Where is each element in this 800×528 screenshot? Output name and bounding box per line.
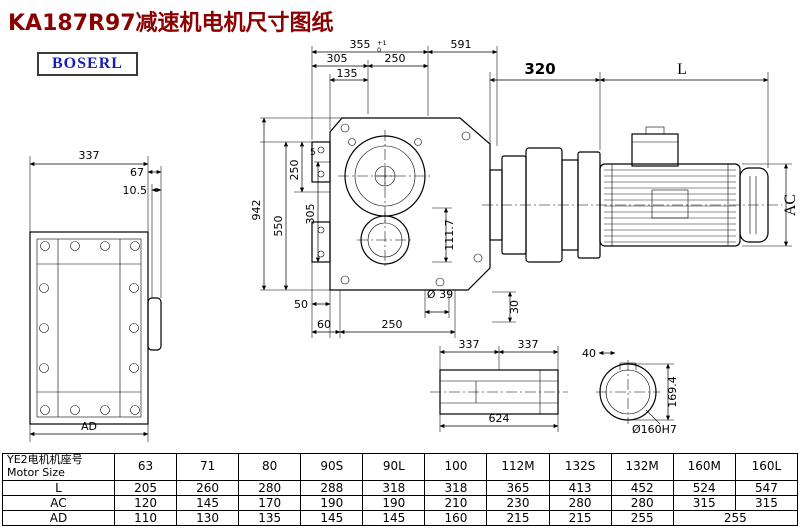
table-cell: 215	[548, 509, 612, 527]
table-cell: 524	[672, 479, 736, 496]
table-cell: 315	[734, 494, 799, 511]
dim-550: 550	[272, 216, 285, 237]
table-row-L: L 205 260 280 288 318 318 365 413 452 52…	[2, 479, 799, 496]
size-col-160l: 160L	[734, 452, 799, 481]
size-col-63: 63	[113, 452, 178, 481]
size-col-132m: 132M	[610, 452, 674, 481]
table-cell: 547	[734, 479, 799, 496]
dim-111-7: 111.7	[443, 219, 456, 251]
table-cell: 110	[113, 509, 178, 527]
table-cell: 145	[300, 509, 364, 527]
front-view-drawing: 337 67 10.5 AD	[29, 149, 162, 442]
dim-250-left: 250	[288, 160, 301, 181]
dim-bore-160h7: Ø160H7	[632, 423, 677, 436]
table-cell: 260	[176, 479, 240, 496]
size-col-90l: 90L	[362, 452, 426, 481]
size-col-90s: 90S	[300, 452, 364, 481]
table-cell: 170	[238, 494, 302, 511]
header-cn: YE2电机机座号	[7, 452, 83, 466]
dim-135: 135	[337, 67, 358, 80]
header-en: Motor Size	[7, 465, 65, 479]
dim-250-bottom: 250	[382, 318, 403, 331]
dim-67: 67	[130, 166, 144, 179]
size-col-112m: 112M	[486, 452, 550, 481]
row-label-L: L	[2, 479, 115, 496]
dim-250-top: 250	[385, 52, 406, 65]
table-cell: 210	[424, 494, 488, 511]
table-cell: 205	[113, 479, 178, 496]
dim-355-tol-lower: 0	[377, 46, 381, 54]
size-col-160m: 160M	[672, 452, 736, 481]
size-col-132s: 132S	[548, 452, 612, 481]
dim-40: 40	[582, 347, 596, 360]
dim-320: 320	[524, 60, 555, 78]
dim-305-left: 305	[304, 204, 317, 225]
table-cell: 280	[238, 479, 302, 496]
row-label-AD: AD	[2, 509, 115, 527]
dim-30: 30	[508, 300, 521, 314]
table-cell: 145	[176, 494, 240, 511]
dim-shaft-diameter-39: Ø 39	[427, 288, 453, 301]
table-cell: 215	[486, 509, 550, 527]
dim-942: 942	[250, 200, 263, 221]
main-view-drawing: 355 +1 0 591 305 250 135 250 5 305 550 9…	[250, 38, 521, 338]
table-cell: 255	[610, 509, 674, 527]
table-row-AD: AD 110 130 135 145 145 160 215 215 255 2…	[2, 509, 799, 527]
motor-size-header: YE2电机机座号 Motor Size	[2, 452, 115, 481]
table-cell: 120	[113, 494, 178, 511]
table-cell: 190	[362, 494, 426, 511]
dim-50-bottom: 50	[294, 298, 308, 311]
table-row-AC: AC 120 145 170 190 190 210 230 280 280 3…	[2, 494, 799, 511]
table-cell: 230	[486, 494, 550, 511]
bore-view-drawing: 40 169.4 Ø160H7	[582, 347, 679, 436]
dim-591: 591	[451, 38, 472, 51]
dim-337-shaft-left: 337	[459, 338, 480, 351]
size-col-80: 80	[238, 452, 302, 481]
row-label-AC: AC	[2, 494, 115, 511]
table-cell: 160	[424, 509, 488, 527]
dim-5: 5	[310, 148, 316, 158]
size-col-100: 100	[424, 452, 488, 481]
dim-169-4: 169.4	[666, 376, 679, 408]
technical-drawing: 337 67 10.5 AD	[29, 38, 799, 442]
page-title: KA187R97减速机电机尺寸图纸	[8, 11, 334, 36]
table-cell: 280	[548, 494, 612, 511]
table-cell: 365	[486, 479, 550, 496]
dim-305-top: 305	[327, 52, 348, 65]
dim-337-shaft-right: 337	[518, 338, 539, 351]
dim-motor-diameter-AC: AC	[782, 194, 799, 216]
table-cell: 318	[424, 479, 488, 496]
table-cell: 315	[672, 494, 736, 511]
table-cell: 280	[610, 494, 674, 511]
table-cell: 130	[176, 509, 240, 527]
table-cell: 288	[300, 479, 364, 496]
dim-355: 355	[350, 38, 371, 51]
dim-355-tol-upper: +1	[377, 39, 387, 47]
table-cell: 255	[672, 509, 799, 527]
dim-ad: AD	[81, 420, 97, 433]
table-header-row: YE2电机机座号 Motor Size 63 71 80 90S 90L 100…	[2, 452, 799, 481]
dim-10-5: 10.5	[123, 184, 148, 197]
motor-view-drawing: 320 L AC	[482, 60, 799, 263]
dim-motor-length-L: L	[677, 61, 687, 78]
shaft-view-drawing: 337 337 624	[430, 338, 568, 432]
table-cell: 413	[548, 479, 612, 496]
table-cell: 452	[610, 479, 674, 496]
table-cell: 135	[238, 509, 302, 527]
size-col-71: 71	[176, 452, 240, 481]
dim-337-front: 337	[79, 149, 100, 162]
dim-60: 60	[317, 318, 331, 331]
brand-logo: BOSERL	[37, 52, 138, 76]
dim-624: 624	[489, 412, 510, 425]
table-cell: 190	[300, 494, 364, 511]
table-cell: 145	[362, 509, 426, 527]
table-cell: 318	[362, 479, 426, 496]
motor-size-table: YE2电机机座号 Motor Size 63 71 80 90S 90L 100…	[2, 452, 799, 527]
